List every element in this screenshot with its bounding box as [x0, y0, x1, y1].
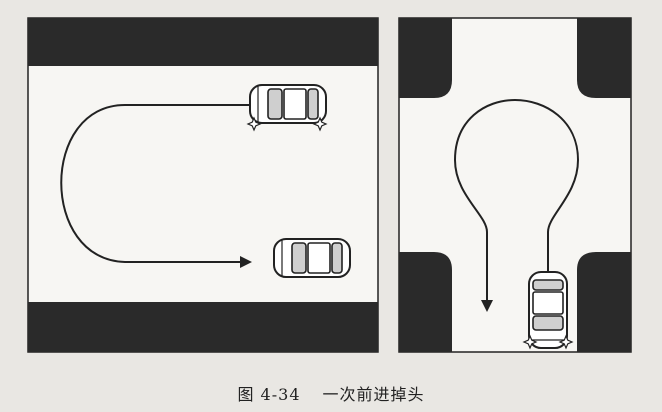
left-panel-frame — [27, 17, 379, 353]
right-uturn-path — [453, 98, 580, 300]
car-icon — [273, 238, 351, 278]
arrow-head-icon — [240, 256, 252, 268]
car-icon — [528, 271, 568, 349]
figure-caption: 图 4-34 一次前进掉头 — [0, 381, 662, 405]
right-block-bottom-left — [399, 252, 452, 352]
left-panel — [27, 17, 379, 353]
arrow-head-icon — [481, 300, 493, 312]
figure-number: 图 4-34 — [237, 385, 301, 404]
left-uturn-path — [60, 104, 252, 263]
right-block-top-left — [399, 18, 452, 98]
right-block-top-right — [577, 18, 631, 98]
right-panel — [398, 17, 632, 353]
right-block-bottom-right — [577, 252, 631, 352]
figure-title: 一次前进掉头 — [322, 385, 425, 404]
car-icon — [249, 84, 327, 124]
left-bottom-block — [28, 302, 378, 352]
left-top-block — [28, 18, 378, 66]
